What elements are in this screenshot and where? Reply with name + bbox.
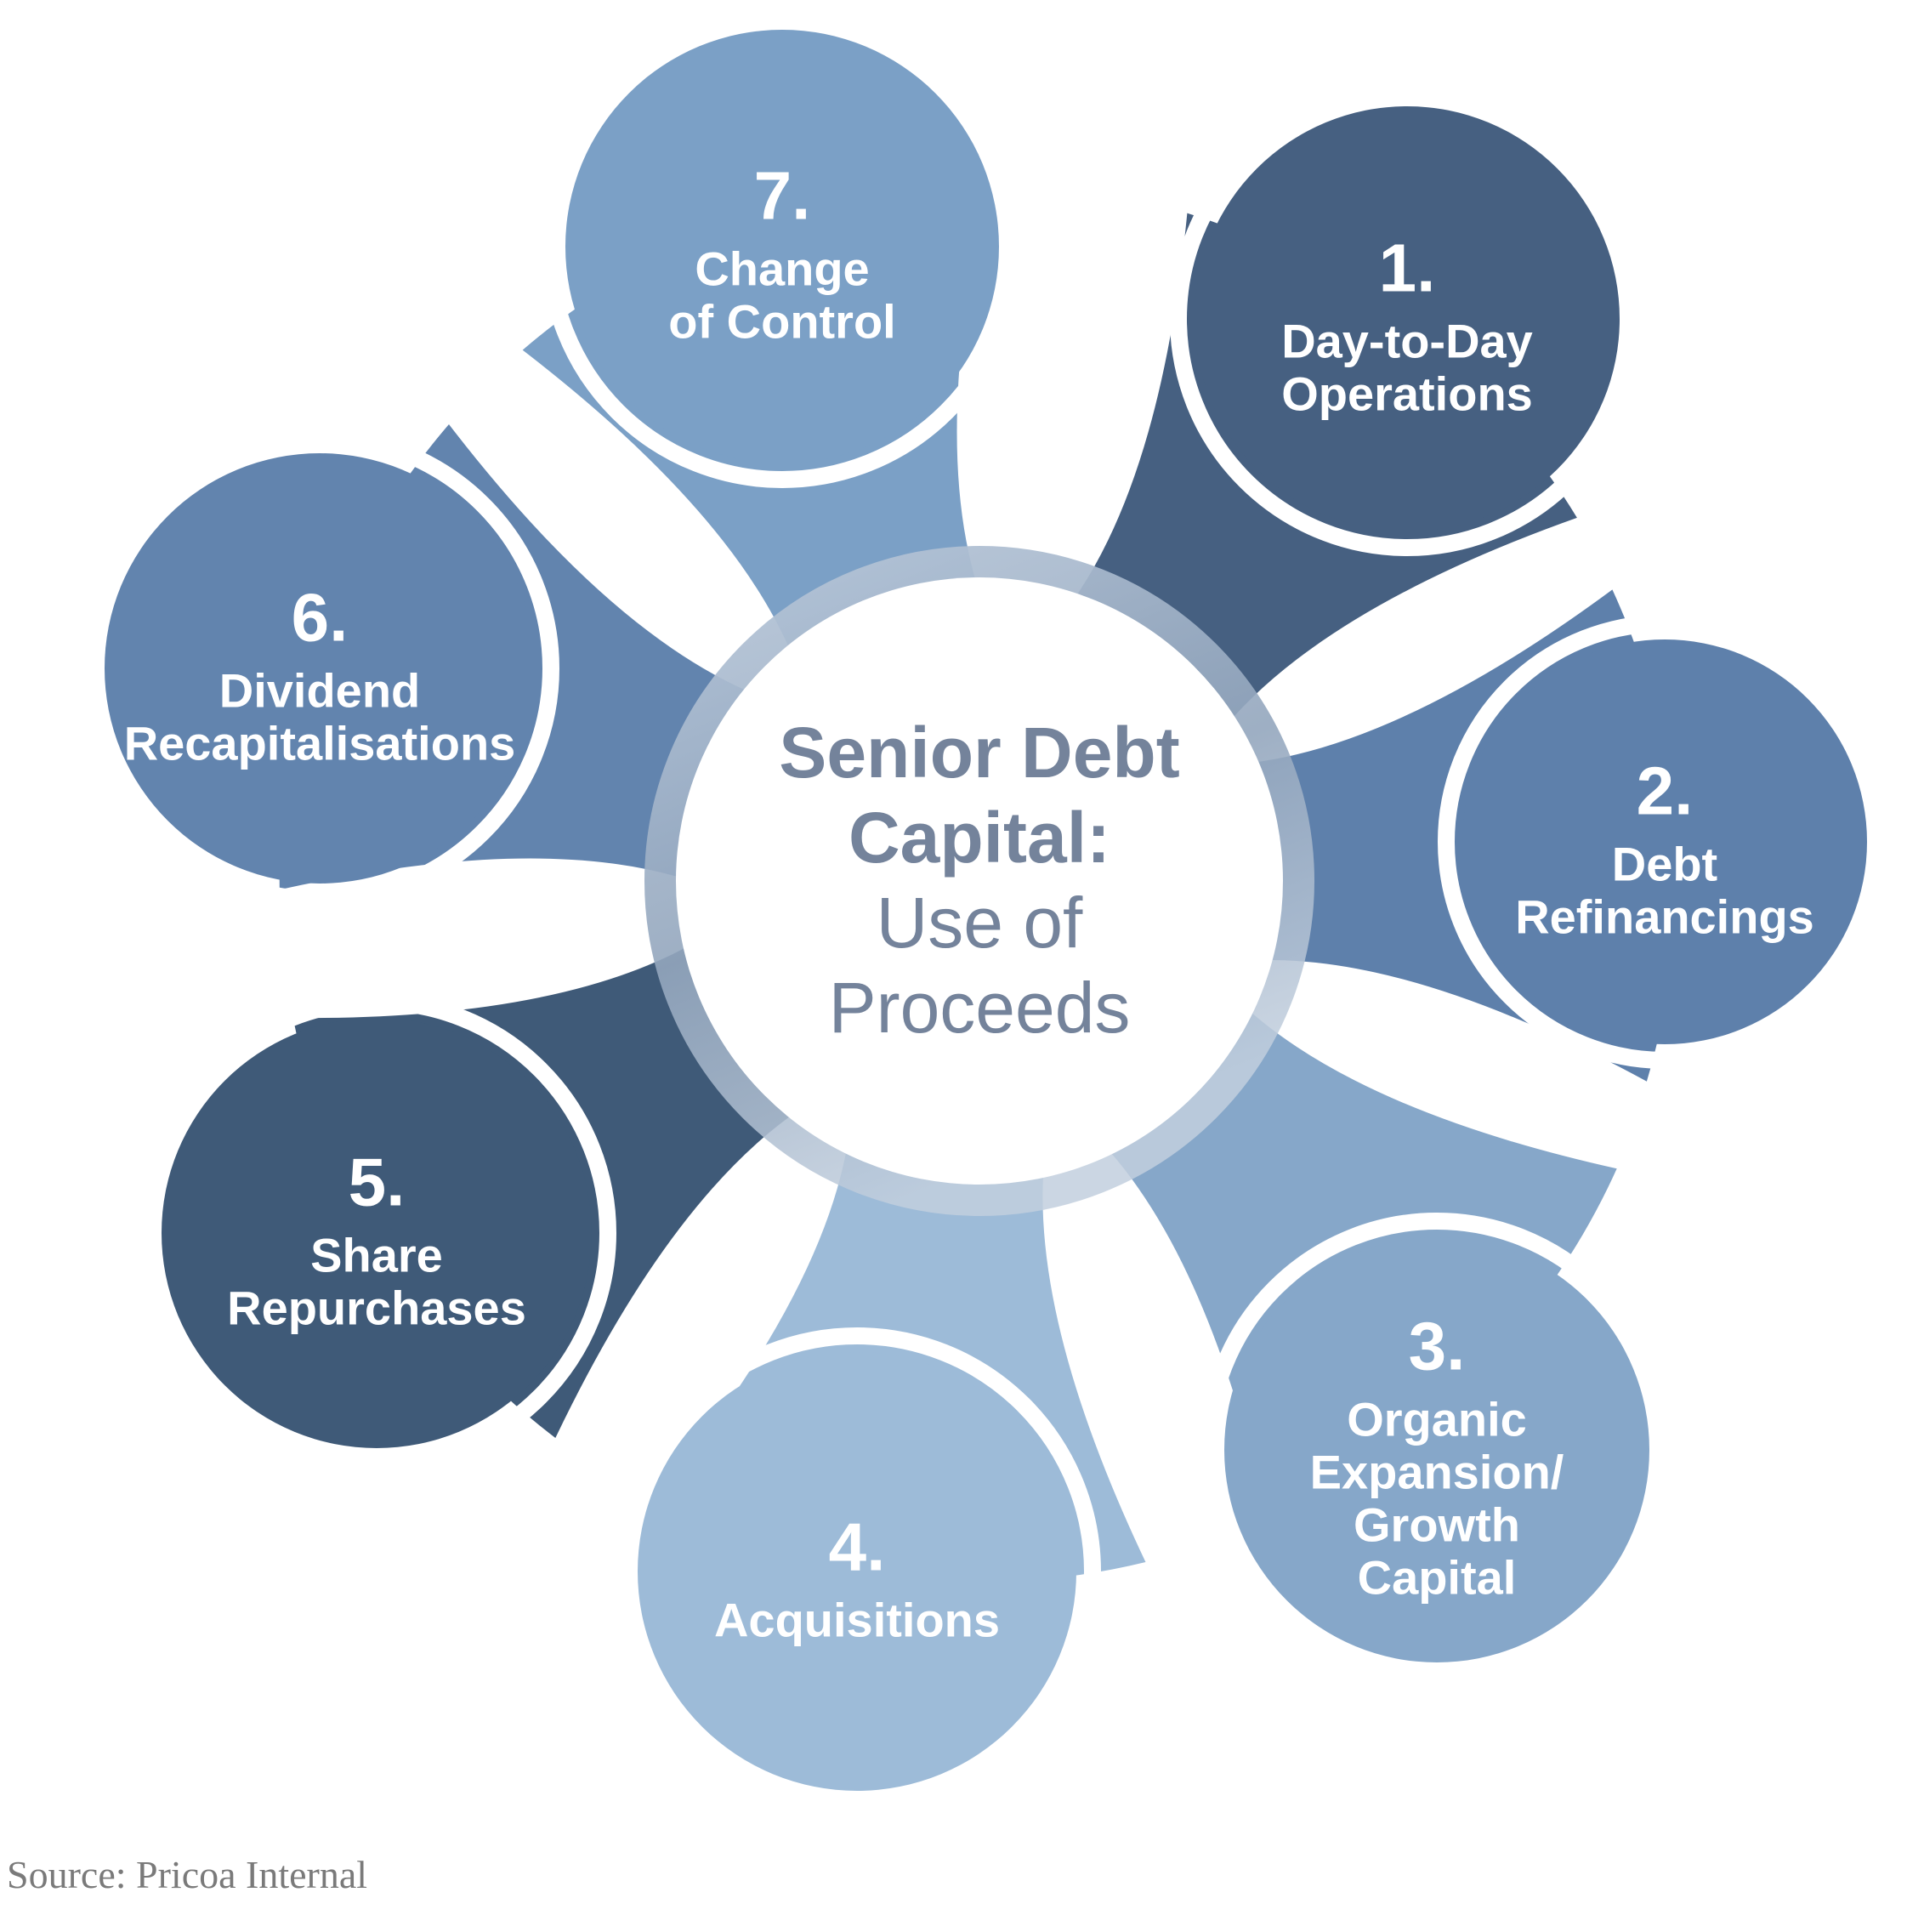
node-circle-5[interactable]	[162, 1018, 592, 1448]
source-caption: Source: Pricoa Internal	[7, 1853, 368, 1896]
center-title-line-2: Capital:	[848, 798, 1110, 878]
node-label-3-line-2: Expansion/	[1310, 1446, 1564, 1499]
center-circle[interactable]	[676, 577, 1283, 1185]
node-label-3-line-4: Capital	[1358, 1551, 1517, 1605]
node-label-3-line-1: Organic	[1347, 1393, 1527, 1446]
node-label-7-line-1: Change	[695, 242, 869, 296]
center-title-line-1: Senior Debt	[779, 713, 1179, 793]
node-label-1-line-1: Day-to-Day	[1281, 315, 1533, 368]
node-circle-6[interactable]	[105, 453, 535, 884]
node-label-6-line-1: Dividend	[219, 664, 420, 718]
node-label-2-line-2: Refinancings	[1515, 890, 1814, 944]
node-number-6: 6.	[292, 580, 349, 656]
node-number-2: 2.	[1637, 753, 1694, 829]
node-number-4: 4.	[829, 1509, 886, 1585]
node-circle-2[interactable]	[1462, 639, 1867, 1044]
node-number-7: 7.	[754, 158, 811, 234]
node-circle-3[interactable]	[1224, 1237, 1649, 1662]
node-4[interactable]: 4. Acquisitions	[638, 1352, 1076, 1791]
node-label-3-line-3: Growth	[1354, 1498, 1520, 1552]
node-label-6-line-2: Recapitalisations	[124, 717, 516, 770]
center-halo	[644, 546, 1314, 1216]
node-outline-3	[1200, 1213, 1674, 1687]
node-outline-2	[1438, 615, 1892, 1069]
node-label-5-line-2: Repurchases	[227, 1281, 526, 1335]
center-ring	[644, 546, 1314, 1216]
node-circle-1[interactable]	[1195, 106, 1620, 531]
center-subtitle-line-1: Use of	[877, 883, 1083, 963]
center-subtitle-line-2: Proceeds	[829, 968, 1131, 1048]
node-outline-5	[137, 993, 616, 1473]
node-label-4-line-1: Acquisitions	[714, 1594, 1000, 1647]
node-label-1-line-2: Operations	[1281, 367, 1533, 421]
node-label-5-line-1: Share	[310, 1229, 443, 1282]
node-number-3: 3.	[1409, 1309, 1466, 1384]
node-label-2-line-1: Debt	[1612, 838, 1717, 891]
node-label-7-line-2: of Control	[668, 295, 895, 349]
node-number-5: 5.	[349, 1145, 406, 1220]
node-number-1: 1.	[1379, 230, 1436, 306]
node-outline-7	[541, 5, 1024, 488]
node-outline-1	[1170, 82, 1644, 556]
node-outline-6	[80, 429, 559, 908]
node-circle-4[interactable]	[638, 1352, 1076, 1791]
node-circle-7[interactable]	[565, 30, 999, 463]
node-outline-4	[613, 1327, 1101, 1816]
